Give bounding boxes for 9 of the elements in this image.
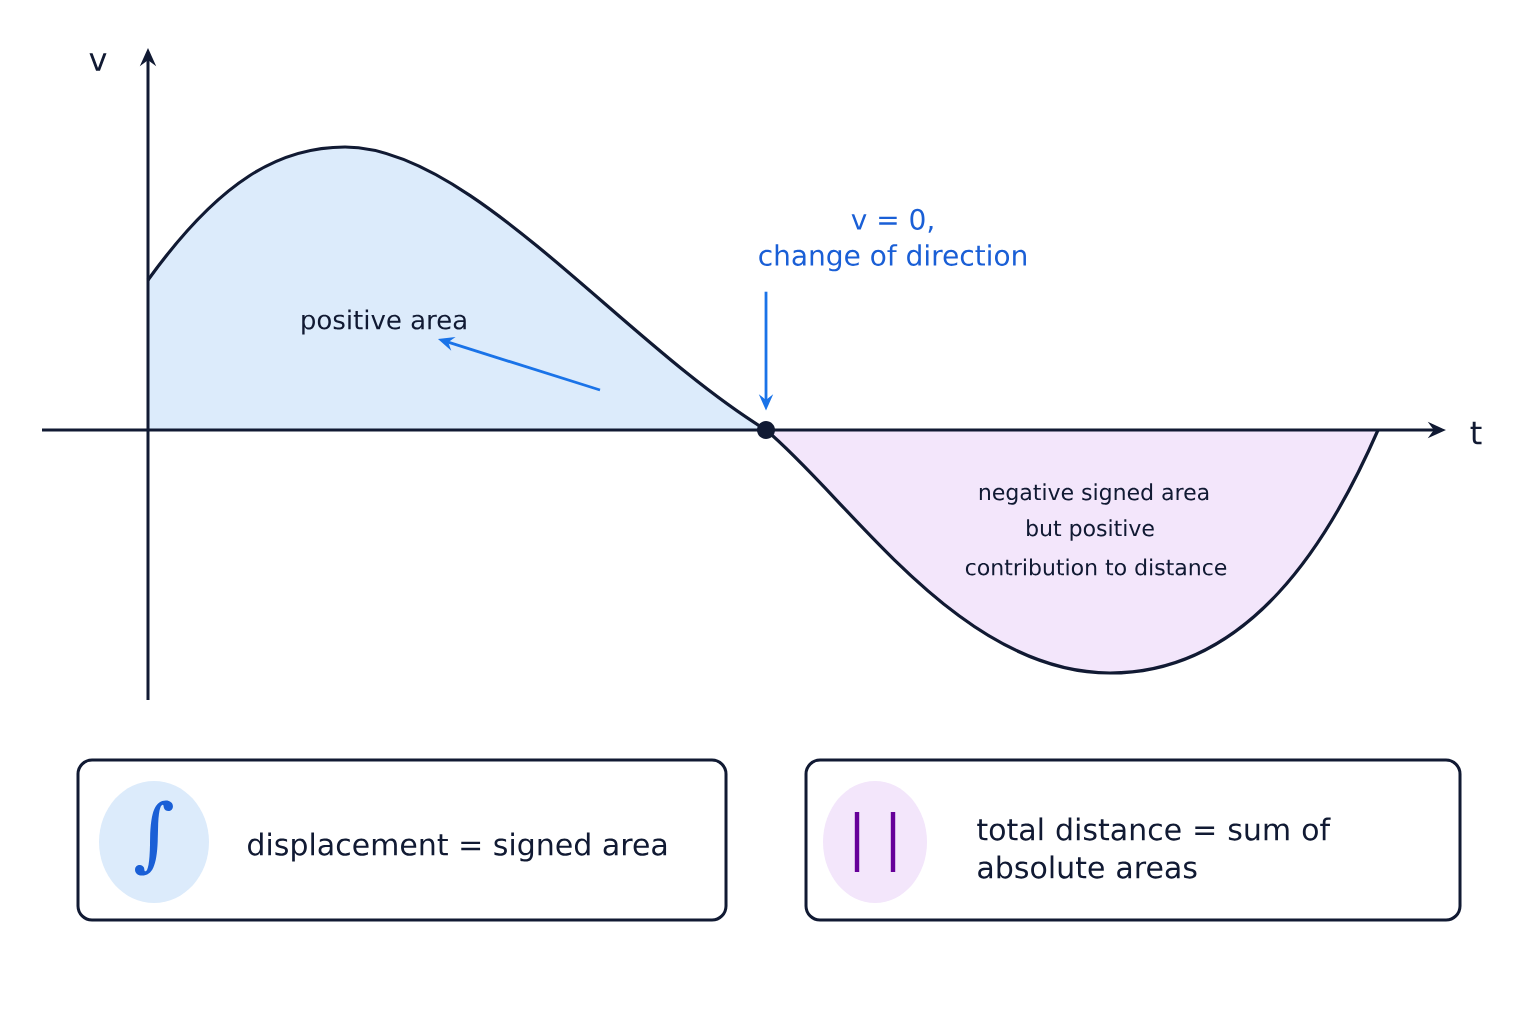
area-label: contribution to distance	[965, 558, 1227, 576]
formula-box: total distance = sum of absolute areas	[804, 758, 1462, 922]
axis-label: v	[89, 53, 107, 71]
area-label: but positive	[1027, 519, 1154, 541]
area-label: negative signed area	[979, 483, 1209, 505]
area-label: positive area	[302, 309, 466, 335]
zero-crossing-dot	[757, 421, 775, 439]
annotation-text: v = 0, change of direction	[759, 208, 1026, 272]
axis-label: t	[1470, 421, 1482, 445]
